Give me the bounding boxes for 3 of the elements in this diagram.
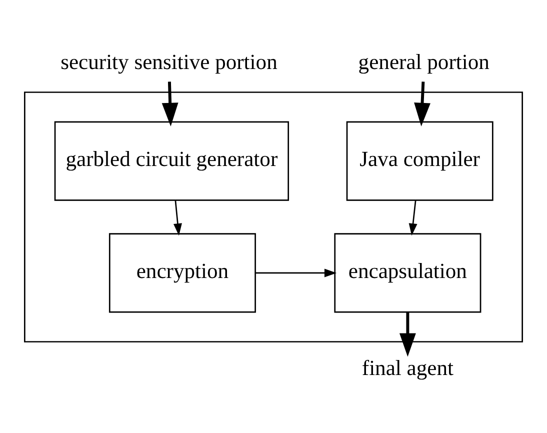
- node-text: security sensitive portion: [60, 50, 278, 74]
- node-text: general portion: [358, 50, 490, 74]
- node-text: final agent: [362, 356, 454, 380]
